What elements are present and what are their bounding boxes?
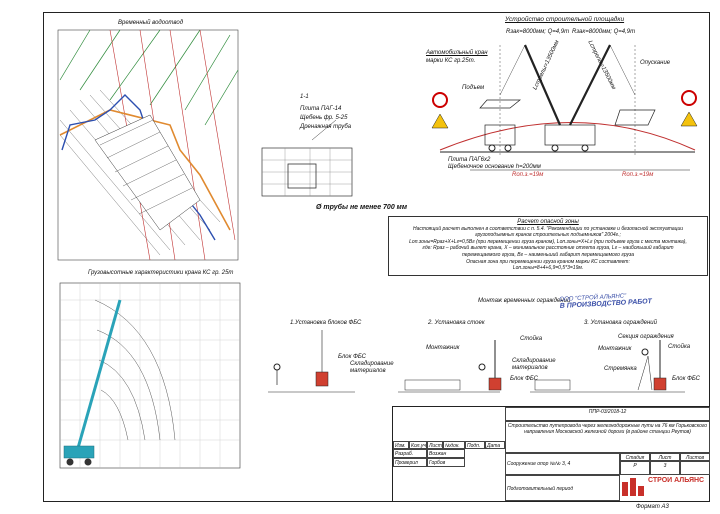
role-developer: Разраб. [393, 449, 427, 458]
title-block: ППР-03/2018-12 Строительство путепровода… [392, 406, 710, 502]
barrier-drawings [268, 330, 685, 393]
section-layer-2: Щебень фр. 5-25 [300, 115, 348, 121]
barrier-step-1: 1.Установка блоков ФБС [290, 320, 362, 326]
barriers-title: Монтаж временных ограждений [478, 298, 571, 304]
col-list: Лист [427, 441, 443, 449]
company-logo-mark [622, 478, 644, 496]
calc-line: где: Rраз – рабочий вылет крана, X – мин… [422, 245, 674, 252]
project-name: Строительство путепровода через железнод… [505, 421, 710, 453]
block-label-2: Блок ФБС [510, 376, 539, 382]
col-koluch: Кол.уч [409, 441, 427, 449]
calc-line: Настоящий расчет выполнен в соответствии… [412, 225, 684, 232]
warning-signs [431, 90, 698, 129]
section-layer-3: Дренажная труба [300, 124, 352, 130]
installer-label-1: Монтажник [426, 345, 460, 351]
section-drawing [261, 119, 353, 197]
col-podp: Подп. [465, 441, 485, 449]
sheets-header: Листов [680, 453, 710, 461]
load-chart [59, 282, 241, 469]
reach-right: Rзак=8000мм; Q=4,9т [572, 29, 636, 35]
calc-title: Расчет опасной зоны [517, 219, 579, 225]
block-label-1: Блок ФБС [338, 354, 367, 360]
col-ndoc: №док. [443, 441, 465, 449]
reach-left: Rзак=8000мм; Q=4,9т [506, 29, 570, 35]
fence-label: Секция ограждения [618, 334, 674, 340]
zone-left: Rоп.з.=19м [512, 172, 544, 178]
barrier-step-2: 2. Установка стоек [428, 320, 485, 326]
format-label: Формат А3 [636, 504, 669, 510]
calc-line: Lоп.зоны=Rраз+Х+Lг=0,5Вг (при перемещени… [409, 238, 687, 245]
col-date: Дата [485, 441, 505, 449]
lower-label: Опускание [640, 60, 671, 66]
slab-label: Плита ПАГ6х2 [448, 157, 491, 163]
pipe-note: Ø трубы не менее 700 мм [316, 204, 408, 211]
calc-line: Опасная зона при перемещении груза крано… [466, 258, 630, 265]
period-name: Подготовительный период [505, 475, 620, 501]
calc-line: перемещаемого груза, Вг – наименьший габ… [461, 251, 634, 258]
storage-label-1b: материалов [350, 368, 386, 374]
storage-label-1: Складирование [350, 361, 394, 367]
role-checker: Проверил [393, 458, 427, 467]
ladder-label: Стремянка [604, 366, 637, 372]
block-label-3: Блок ФБС [672, 376, 701, 382]
chart-title: Грузовысотные характеристики крана КС гр… [88, 270, 234, 276]
base-label: Щебеночное основание h=200мм [448, 164, 541, 170]
crane-label-1: Автомобильный кран [426, 50, 488, 56]
drawing-frame [43, 12, 710, 502]
name-developer: Возжан [427, 449, 465, 458]
calc-line: грузоподъемных кранов строительных подъе… [475, 232, 621, 239]
doc-code: ППР-03/2018-12 [505, 407, 710, 421]
drainage-plan [57, 29, 239, 261]
crane-label-2: марки КС гр.25т. [426, 58, 476, 64]
name-checker: Горбов [427, 458, 465, 467]
calc-line: Lоп.зоны=8+4+6,9=0,5*3=19м. [512, 265, 584, 272]
post-label-2: Стойка [668, 344, 691, 350]
sheet-value: 3 [650, 461, 680, 475]
stage-header: Стадия [620, 453, 650, 461]
col-izm: Изм. [393, 441, 409, 449]
storage-label-2b: материалов [512, 365, 548, 371]
installer-label-2: Монтажник [598, 346, 632, 352]
section-label: 1-1 [300, 94, 309, 100]
lift-label: Подъем [462, 85, 485, 91]
zone-right: Rоп.з.=19м [622, 172, 654, 178]
crane-site [439, 44, 696, 171]
storage-label-2: Складирование [512, 358, 556, 364]
section-layer-1: Плита ПАГ-14 [300, 106, 342, 112]
danger-zone-calc: Расчет опасной зоны Настоящий расчет вып… [388, 216, 708, 276]
sheets-value [680, 461, 710, 475]
structure-name: Сооружение опор №№ 3, 4 [505, 453, 620, 475]
barrier-step-3: 3. Установка ограждений [584, 320, 657, 326]
company-name: СТРОЙ АЛЬЯНС [648, 477, 705, 484]
site-title: Устройство строительной площадки [505, 16, 625, 23]
sheet-header: Лист [650, 453, 680, 461]
post-label-1: Стойка [520, 336, 543, 342]
plan-title: Временный водоотвод [118, 20, 184, 26]
stage-value: Р [620, 461, 650, 475]
